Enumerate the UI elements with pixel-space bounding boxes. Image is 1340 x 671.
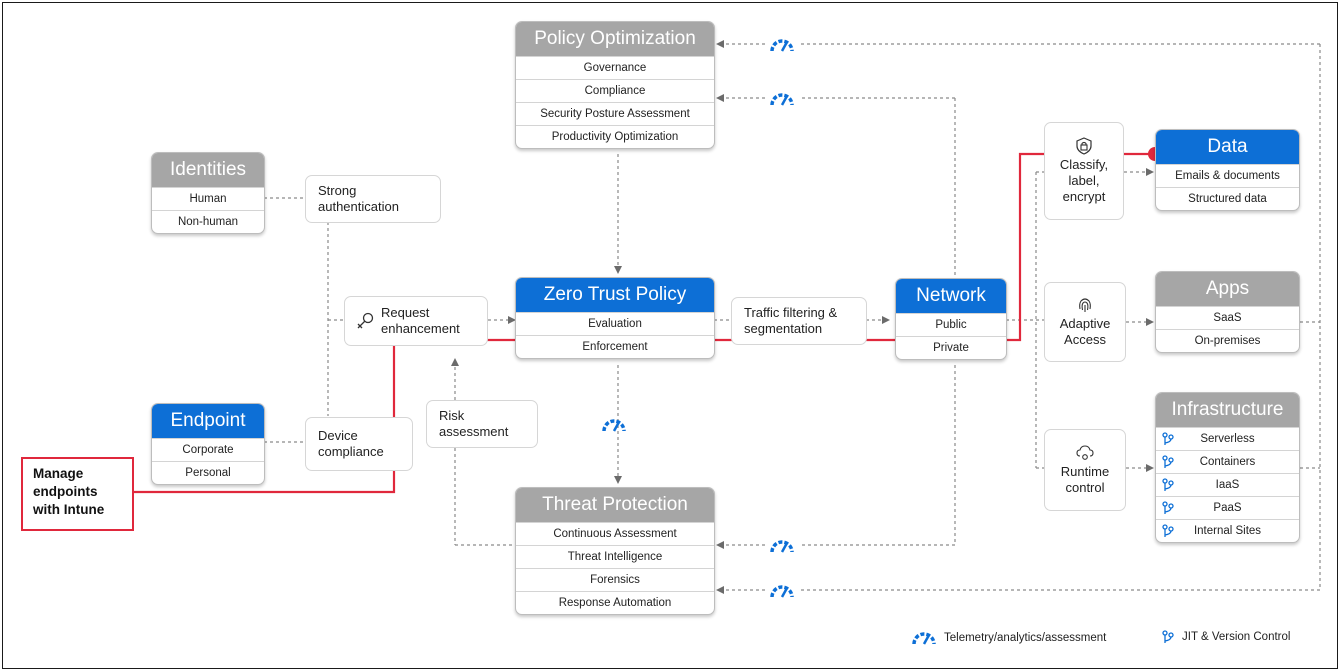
identities-item-nonhuman: Non-human (152, 210, 264, 233)
traffic-filtering-label: Traffic filtering & segmentation (731, 297, 867, 345)
infra-item-iaas: IaaS (1156, 473, 1299, 496)
runtime-control-text: Runtime control (1060, 464, 1110, 495)
legend-jit: JIT & Version Control (1162, 629, 1290, 645)
request-enhancement-label: Request enhancement (344, 296, 488, 346)
data-card: Data Emails & documents Structured data (1155, 129, 1300, 211)
telemetry-gauge-icon (912, 632, 936, 645)
legend-jit-text: JIT & Version Control (1182, 631, 1291, 643)
classify-text: Classify, label, encrypt (1059, 157, 1109, 204)
risk-assessment-label: Risk assessment (426, 400, 538, 448)
endpoint-item-personal: Personal (152, 461, 264, 484)
telemetry-gauge-icon (770, 93, 794, 106)
fingerprint-icon (1079, 298, 1091, 312)
telemetry-gauge-icon (602, 419, 626, 432)
telemetry-gauge-icon (770, 39, 794, 52)
po-item-productivity: Productivity Optimization (516, 125, 714, 148)
telemetry-gauge-icon (770, 585, 794, 598)
tp-item-forensics: Forensics (516, 568, 714, 591)
apps-item-onprem: On-premises (1156, 329, 1299, 352)
device-compliance-label: Device compliance (305, 417, 413, 471)
infra-item-label: PaaS (1213, 502, 1242, 514)
adaptive-access-text: Adaptive Access (1059, 316, 1111, 347)
jit-branch-icon (1162, 478, 1174, 491)
ztp-item-evaluation: Evaluation (516, 312, 714, 335)
data-item-emails: Emails & documents (1156, 164, 1299, 187)
endpoint-title: Endpoint (152, 404, 264, 438)
strong-authentication-label: Strong authentication (305, 175, 441, 223)
infra-item-paas: PaaS (1156, 496, 1299, 519)
tp-item-response-automation: Response Automation (516, 591, 714, 614)
infra-item-label: Containers (1199, 456, 1256, 468)
network-item-private: Private (896, 336, 1006, 359)
infrastructure-title: Infrastructure (1156, 393, 1299, 427)
jit-branch-icon (1162, 630, 1174, 643)
classify-label-box: Classify, label, encrypt (1044, 122, 1124, 220)
infra-item-internal-sites: Internal Sites (1156, 519, 1299, 542)
zero-trust-policy-card: Zero Trust Policy Evaluation Enforcement (515, 277, 715, 359)
infra-item-label: Serverless (1200, 433, 1255, 445)
po-item-security-posture: Security Posture Assessment (516, 102, 714, 125)
endpoint-item-corporate: Corporate (152, 438, 264, 461)
po-item-compliance: Compliance (516, 79, 714, 102)
tp-item-continuous-assessment: Continuous Assessment (516, 522, 714, 545)
telemetry-gauge-icon (770, 540, 794, 553)
endpoint-card: Endpoint Corporate Personal (151, 403, 265, 485)
key-icon (357, 312, 374, 329)
legend-telemetry-text: Telemetry/analytics/assessment (944, 632, 1107, 644)
adaptive-access-box: Adaptive Access (1044, 282, 1126, 362)
threat-protection-title: Threat Protection (516, 488, 714, 522)
zero-trust-policy-title: Zero Trust Policy (516, 278, 714, 312)
jit-branch-icon (1162, 455, 1174, 468)
threat-protection-card: Threat Protection Continuous Assessment … (515, 487, 715, 615)
data-item-structured: Structured data (1156, 187, 1299, 210)
apps-card: Apps SaaS On-premises (1155, 271, 1300, 353)
identities-title: Identities (152, 153, 264, 187)
policy-optimization-title: Policy Optimization (516, 22, 714, 56)
apps-title: Apps (1156, 272, 1299, 306)
infra-item-serverless: Serverless (1156, 427, 1299, 450)
infra-item-label: Internal Sites (1193, 525, 1262, 537)
network-item-public: Public (896, 313, 1006, 336)
identities-item-human: Human (152, 187, 264, 210)
jit-branch-icon (1162, 501, 1174, 514)
lock-shield-icon (1076, 137, 1092, 155)
request-enhancement-text: Request enhancement (381, 305, 460, 336)
po-item-governance: Governance (516, 56, 714, 79)
runtime-control-box: Runtime control (1044, 429, 1126, 511)
jit-branch-icon (1162, 432, 1174, 445)
data-title: Data (1156, 130, 1299, 164)
manage-endpoints-callout: Manage endpoints with Intune (21, 457, 134, 531)
identities-card: Identities Human Non-human (151, 152, 265, 234)
cloud-gear-icon (1076, 445, 1094, 460)
ztp-item-enforcement: Enforcement (516, 335, 714, 358)
apps-item-saas: SaaS (1156, 306, 1299, 329)
infra-item-containers: Containers (1156, 450, 1299, 473)
infra-item-label: IaaS (1215, 479, 1240, 491)
legend-telemetry: Telemetry/analytics/assessment (912, 629, 1106, 647)
policy-optimization-card: Policy Optimization Governance Complianc… (515, 21, 715, 149)
network-title: Network (896, 279, 1006, 313)
jit-branch-icon (1162, 524, 1174, 537)
tp-item-threat-intelligence: Threat Intelligence (516, 545, 714, 568)
network-card: Network Public Private (895, 278, 1007, 360)
infrastructure-card: Infrastructure Serverless Containers Iaa… (1155, 392, 1300, 543)
